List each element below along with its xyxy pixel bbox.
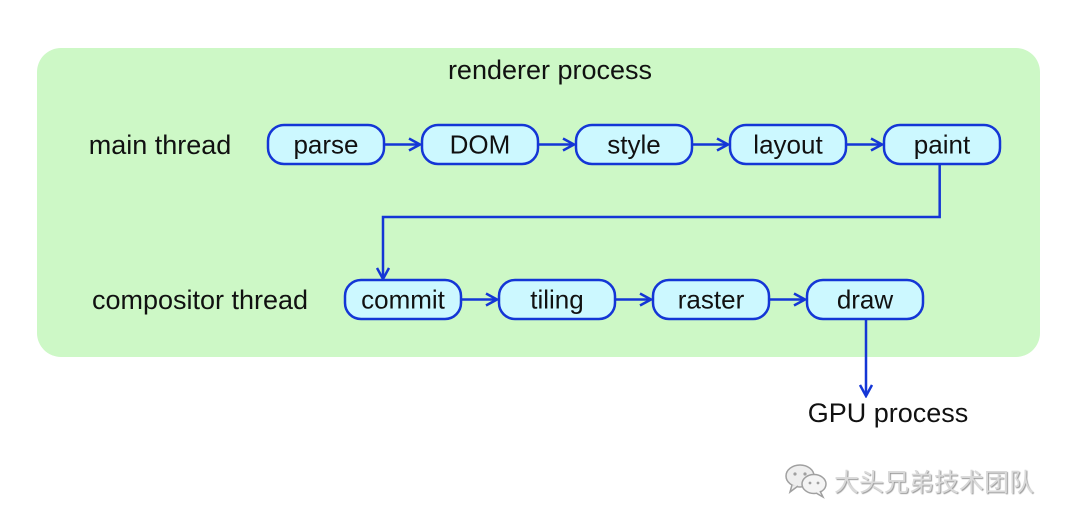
node-layout: layout bbox=[728, 123, 848, 166]
node-box bbox=[497, 278, 617, 321]
node-box bbox=[805, 278, 925, 321]
watermark: 大头兄弟技术团队 bbox=[784, 462, 1034, 500]
node-label: draw bbox=[837, 285, 894, 315]
node-label: paint bbox=[914, 130, 971, 160]
node-style: style bbox=[574, 123, 694, 166]
node-dom: DOM bbox=[420, 123, 540, 166]
gpu-process-label: GPU process bbox=[808, 398, 969, 428]
node-label: raster bbox=[678, 285, 745, 315]
node-box bbox=[882, 123, 1002, 166]
renderer-process-title: renderer process bbox=[448, 55, 652, 85]
node-label: tiling bbox=[530, 285, 583, 315]
wechat-icon bbox=[785, 464, 827, 499]
node-box bbox=[728, 123, 848, 166]
node-parse: parse bbox=[266, 123, 386, 166]
nodes-layer: parse DOM style layout paint commit tiling rast… bbox=[266, 123, 1002, 321]
node-box bbox=[343, 278, 463, 321]
node-commit: commit bbox=[343, 278, 463, 321]
watermark-text: 大头兄弟技术团队 bbox=[834, 469, 1035, 497]
node-label: layout bbox=[753, 130, 823, 160]
node-box bbox=[574, 123, 694, 166]
node-box bbox=[266, 123, 386, 166]
node-tiling: tiling bbox=[497, 278, 617, 321]
node-box bbox=[420, 123, 540, 166]
node-label: style bbox=[607, 130, 660, 160]
row-label-main-thread: main thread bbox=[89, 130, 232, 160]
node-label: commit bbox=[361, 285, 446, 315]
node-label: DOM bbox=[450, 130, 511, 160]
node-paint: paint bbox=[882, 123, 1002, 166]
node-label: parse bbox=[293, 130, 358, 160]
node-draw: draw bbox=[805, 278, 925, 321]
row-label-compositor-thread: compositor thread bbox=[92, 285, 308, 315]
edge-paint-to-commit bbox=[383, 164, 941, 279]
node-raster: raster bbox=[651, 278, 771, 321]
edges-layer bbox=[383, 145, 941, 397]
node-box bbox=[651, 278, 771, 321]
